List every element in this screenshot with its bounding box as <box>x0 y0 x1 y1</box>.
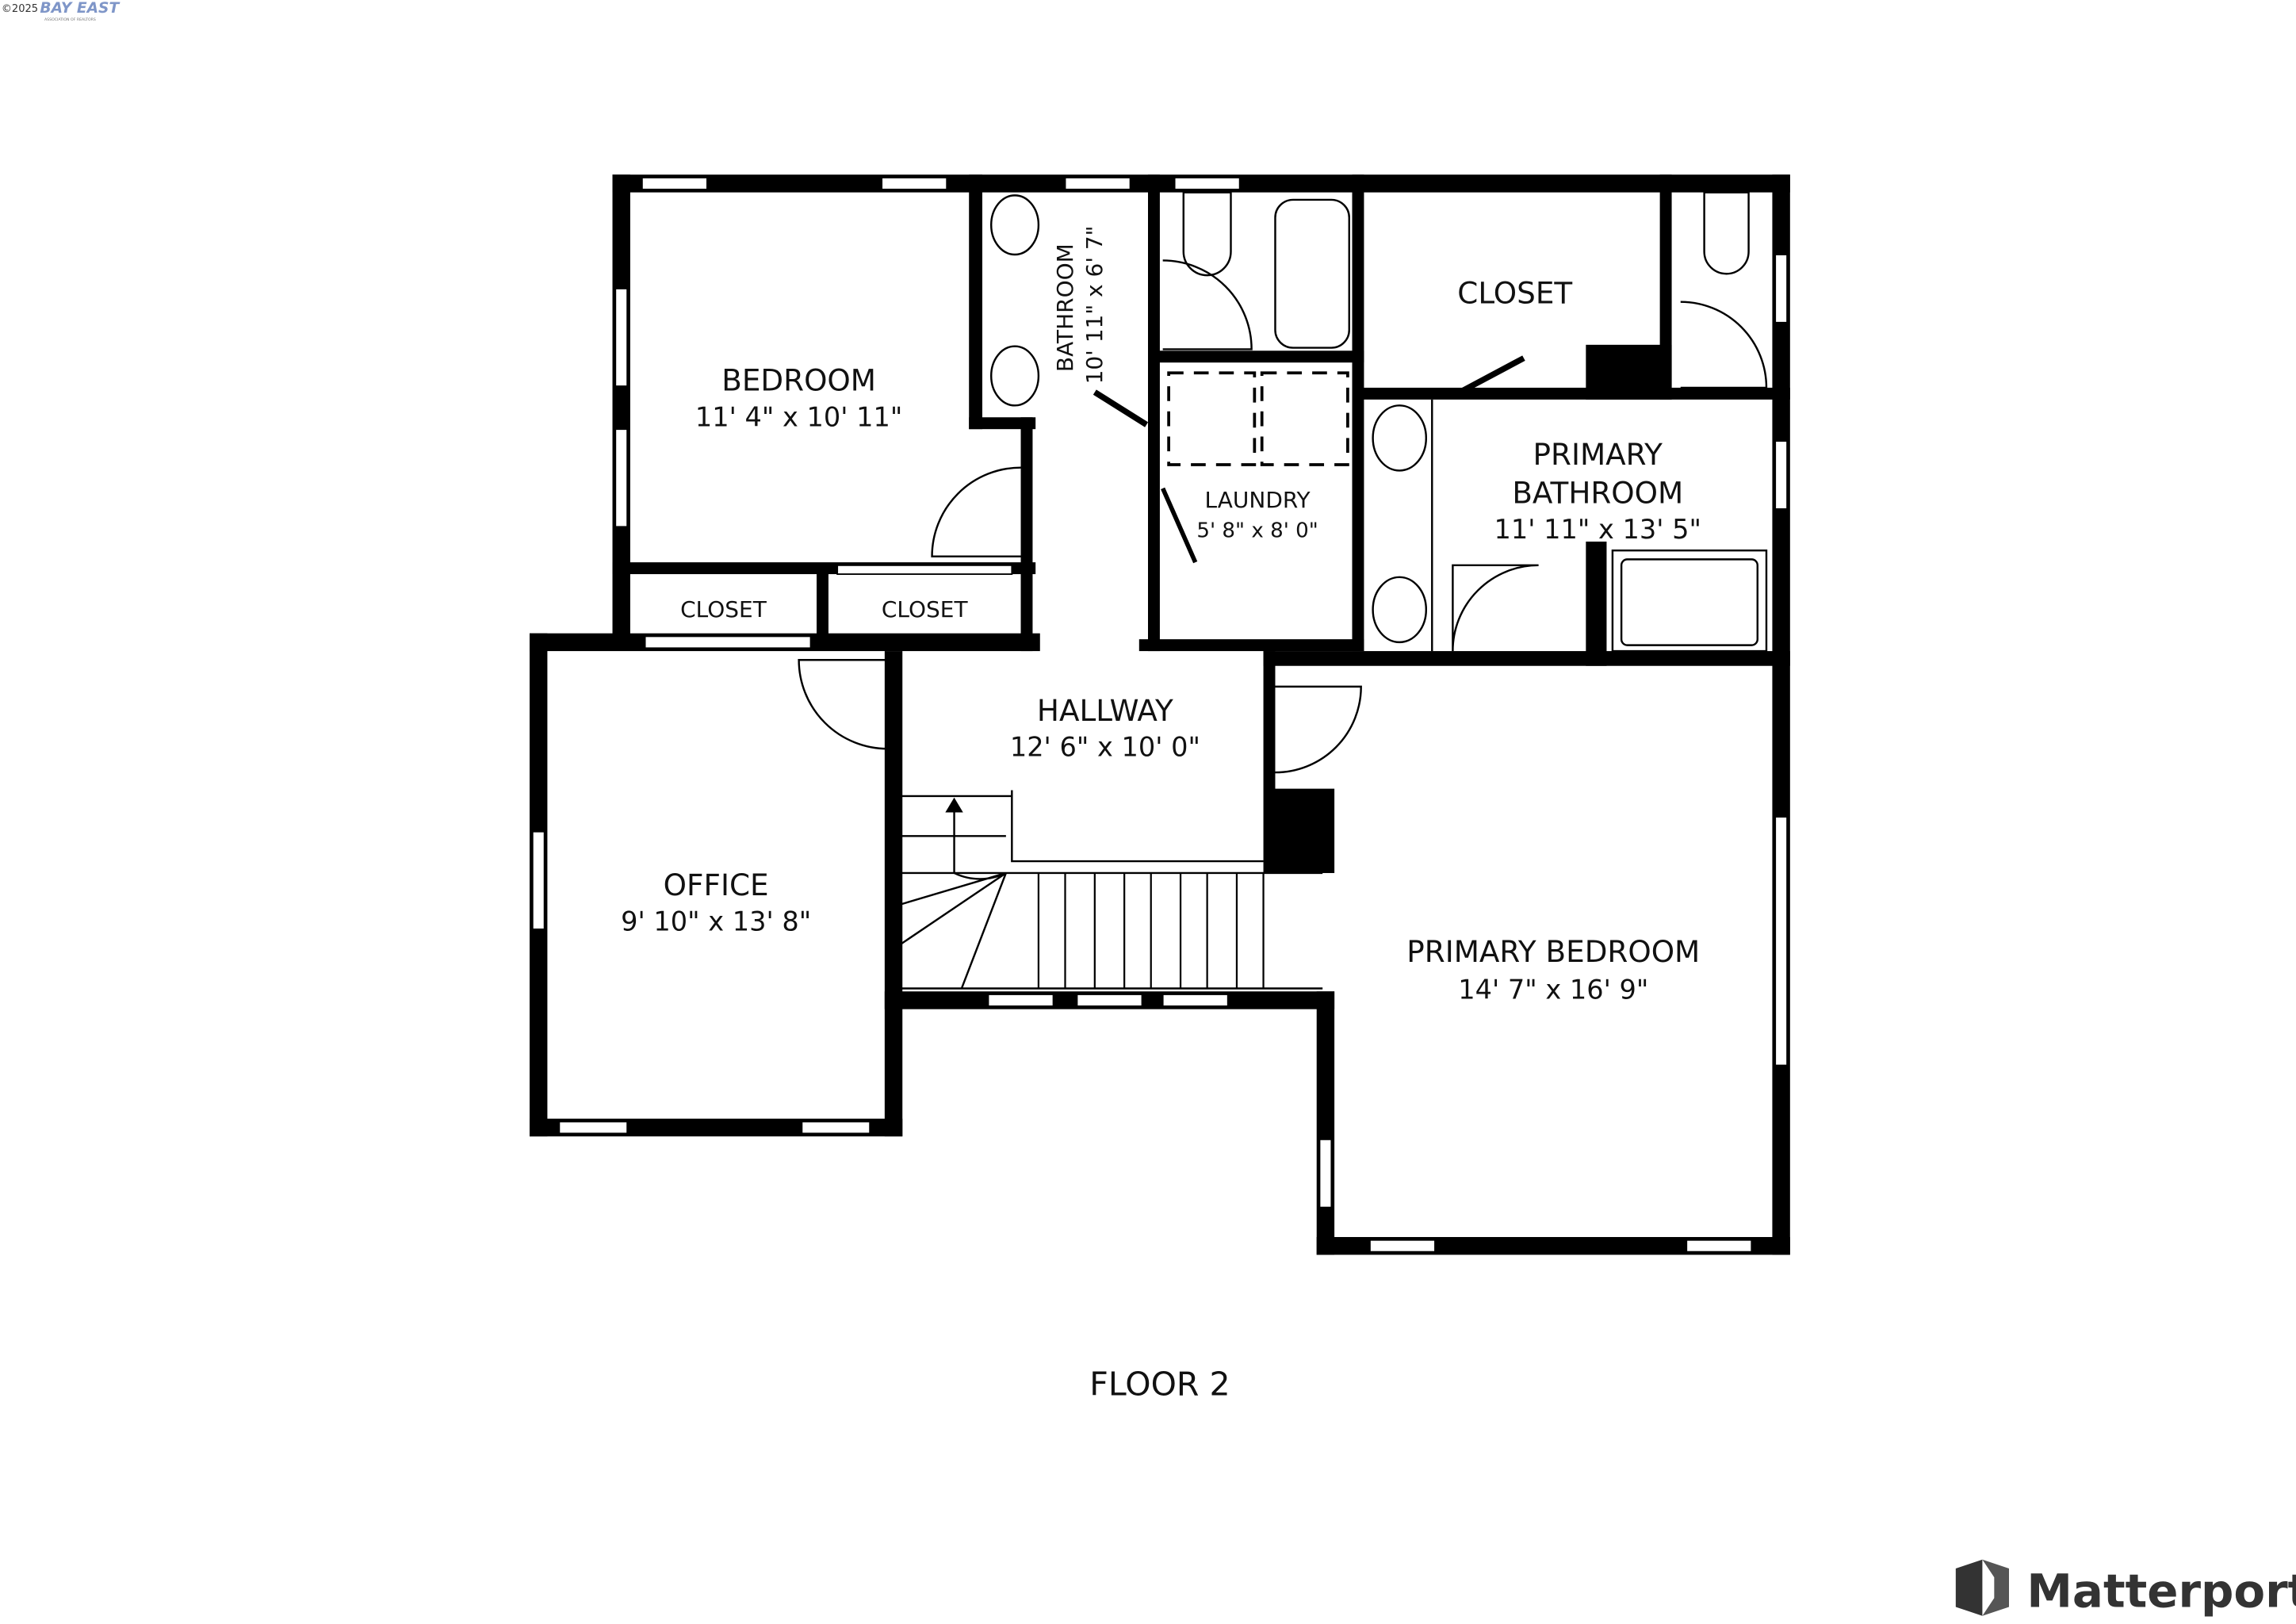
room-name-bathroom: BATHROOM <box>1052 243 1078 372</box>
bay-east-watermark: ©2025 BAY EAST ASSOCIATION OF REALTORS <box>2 0 121 22</box>
room-name-closet-left: CLOSET <box>680 596 767 622</box>
room-name-primary-bedroom: PRIMARY BEDROOM <box>1406 934 1700 969</box>
room-name-hallway: HALLWAY <box>1037 693 1173 728</box>
room-size-office: 9' 10" x 13' 8" <box>621 906 811 937</box>
windows <box>531 177 1789 1253</box>
room-name-office: OFFICE <box>664 868 769 902</box>
room-size-bedroom: 11' 4" x 10' 11" <box>695 401 902 432</box>
fixtures <box>798 191 1768 990</box>
room-size-laundry: 5' 8" x 8' 0" <box>1196 519 1318 542</box>
matterport-logo-icon <box>1955 1559 2009 1616</box>
room-name-closet-right: CLOSET <box>882 596 969 622</box>
room-size-bathroom: 10' 11" x 6' 7" <box>1081 225 1108 384</box>
room-labels: BEDROOM 11' 4" x 10' 11" BATHROOM 10' 11… <box>621 225 1701 1005</box>
room-size-primary-bathroom: 11' 11" x 13' 5" <box>1494 514 1701 545</box>
room-name-primary-bathroom-1: PRIMARY <box>1533 437 1663 472</box>
room-name-bedroom: BEDROOM <box>721 363 876 398</box>
room-size-hallway: 12' 6" x 10' 0" <box>1010 732 1200 763</box>
watermark-copyright: ©2025 <box>2 3 38 15</box>
watermark-brand: BAY EAST <box>40 0 120 17</box>
room-name-laundry: LAUNDRY <box>1205 487 1311 513</box>
matterport-logo-text: Matterport <box>2026 1564 2296 1618</box>
room-name-primary-bathroom-2: BATHROOM <box>1512 475 1683 510</box>
room-size-primary-bedroom: 14' 7" x 16' 9" <box>1458 975 1648 1005</box>
watermark-tagline: ASSOCIATION OF REALTORS <box>44 17 96 22</box>
room-name-closet: CLOSET <box>1457 276 1572 311</box>
floor-label: FLOOR 2 <box>1089 1365 1230 1404</box>
